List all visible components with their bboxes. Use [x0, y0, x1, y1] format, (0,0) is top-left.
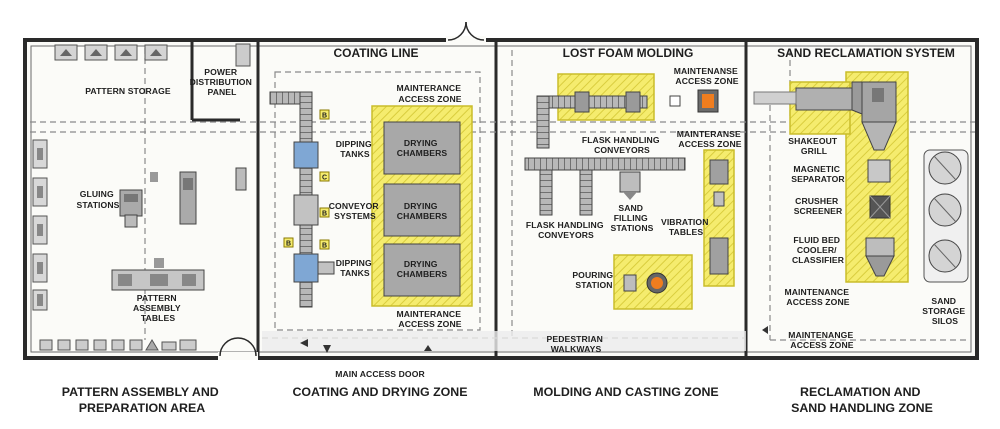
sand-storage-silos-units — [923, 149, 969, 283]
label-magnetic-separator: MAGNETIC SEPARATOR — [791, 164, 845, 184]
furnace-unit-top — [669, 89, 719, 113]
label-dipping-tanks-2: DIPPING TANKS — [336, 258, 375, 278]
floor-storage-row — [39, 339, 197, 351]
label-drying-chambers-3: DRYING CHAMBERS — [397, 259, 448, 279]
conveyor-tag-4: B — [286, 241, 291, 248]
section-title-sand-reclamation: SAND RECLAMATION SYSTEM — [777, 46, 955, 60]
label-maintenance-access-recl-bottom: MAINTENANGE ACCESS ZONE — [788, 330, 856, 350]
section-title-coating-line: COATING LINE — [333, 46, 418, 60]
label-sand-storage-silos: SAND STORAGE SILOS — [922, 296, 968, 326]
pattern-storage-racks — [54, 44, 168, 61]
fluid-bed-cooler-unit — [865, 237, 895, 277]
pouring-station-zone — [613, 254, 693, 310]
label-shakeout-grill: SHAKEOUT GRILL — [788, 136, 840, 156]
label-main-access-door: MAIN ACCESS DOOR — [335, 369, 425, 379]
conveyor-station — [293, 194, 319, 226]
conveyor-tag-2: C — [322, 175, 327, 182]
label-drying-chambers-1: DRYING CHAMBERS — [397, 138, 448, 158]
label-maintenance-access-molding-2: MAINTERANSE ACCESS ZONE — [677, 129, 744, 149]
label-pouring-station: POURING STATION — [572, 270, 615, 290]
label-maintenance-access-recl: MAINTENANCE ACCESS ZONE — [784, 287, 851, 307]
flask-handling-conveyor — [524, 91, 686, 216]
label-maintenance-access-molding: MAINTENANSE ACCESS ZONE — [674, 66, 741, 86]
label-flask-conveyors-top: FLASK HANDLING CONVEYORS — [582, 135, 662, 155]
conveyor-tags: B C B B B — [283, 109, 330, 250]
walkway-arrows — [300, 326, 768, 353]
partition-walls — [190, 40, 748, 358]
magnetic-separator-unit — [867, 159, 891, 183]
zone-caption-reclamation: RECLAMATION AND SAND HANDLING ZONE — [791, 385, 933, 415]
label-flask-conveyors-bottom: FLASK HANDLING CONVEYORS — [526, 220, 606, 240]
crusher-screener-unit — [869, 195, 891, 219]
label-crusher-screener: CRUSHER SCREENER — [794, 196, 843, 216]
zone-caption-molding-casting: MOLDING AND CASTING ZONE — [533, 385, 718, 399]
pattern-assembly-table-units — [111, 258, 205, 291]
dipping-tank-2 — [293, 253, 335, 283]
label-conveyor-systems: CONVEYOR SYSTEMS — [329, 201, 381, 221]
label-power-distribution: POWER DISTRIBUTION PANEL — [190, 67, 255, 97]
main-access-door[interactable] — [218, 337, 258, 360]
label-maintenance-access-coating-bottom: MAINTERANCE ACCESS ZONE — [396, 309, 463, 329]
pedestrian-walkway-band — [262, 331, 746, 351]
label-vibration-tables: VIBRATION TABLES — [661, 217, 711, 237]
gluing-station-machines — [119, 167, 247, 228]
conveyor-tag-1: B — [322, 113, 327, 120]
top-door[interactable] — [446, 21, 486, 44]
drying-chamber-area — [371, 105, 473, 307]
section-title-lost-foam-molding: LOST FOAM MOLDING — [563, 46, 694, 60]
conveyor-tag-3: B — [322, 211, 327, 218]
label-maintenance-access-coating: MAINTERANCE ACCESS ZONE — [396, 83, 463, 104]
label-sand-filling-stations: SAND FILLING STATIONS — [611, 203, 654, 233]
label-dipping-tanks-1: DIPPING TANKS — [336, 139, 375, 159]
label-drying-chambers-2: DRYING CHAMBERS — [397, 201, 448, 221]
zone-caption-coating-drying: COATING AND DRYING ZONE — [292, 385, 467, 399]
label-pattern-assembly-tables: PATTERN ASSEMBLY TABLES — [133, 293, 183, 323]
label-fluid-bed-cooler: FLUID BED COOLER/ CLASSIFIER — [792, 235, 845, 265]
bucket-elevator — [861, 81, 897, 151]
wall-panel — [235, 43, 251, 67]
gluing-station-benches — [32, 139, 48, 311]
conveyor-tag-5: B — [322, 243, 327, 250]
label-pattern-storage: PATTERN STORAGE — [85, 86, 171, 96]
vibration-tables-zone — [703, 149, 735, 287]
label-pedestrian-walkways: PEDESTRIAN WALKWAYS — [547, 334, 606, 354]
zone-caption-pattern-assembly: PATTERN ASSEMBLY AND PREPARATION AREA — [62, 385, 222, 415]
label-gluing-stations: GLUING STATIONS — [77, 189, 120, 210]
dipping-tank-1 — [293, 141, 319, 169]
